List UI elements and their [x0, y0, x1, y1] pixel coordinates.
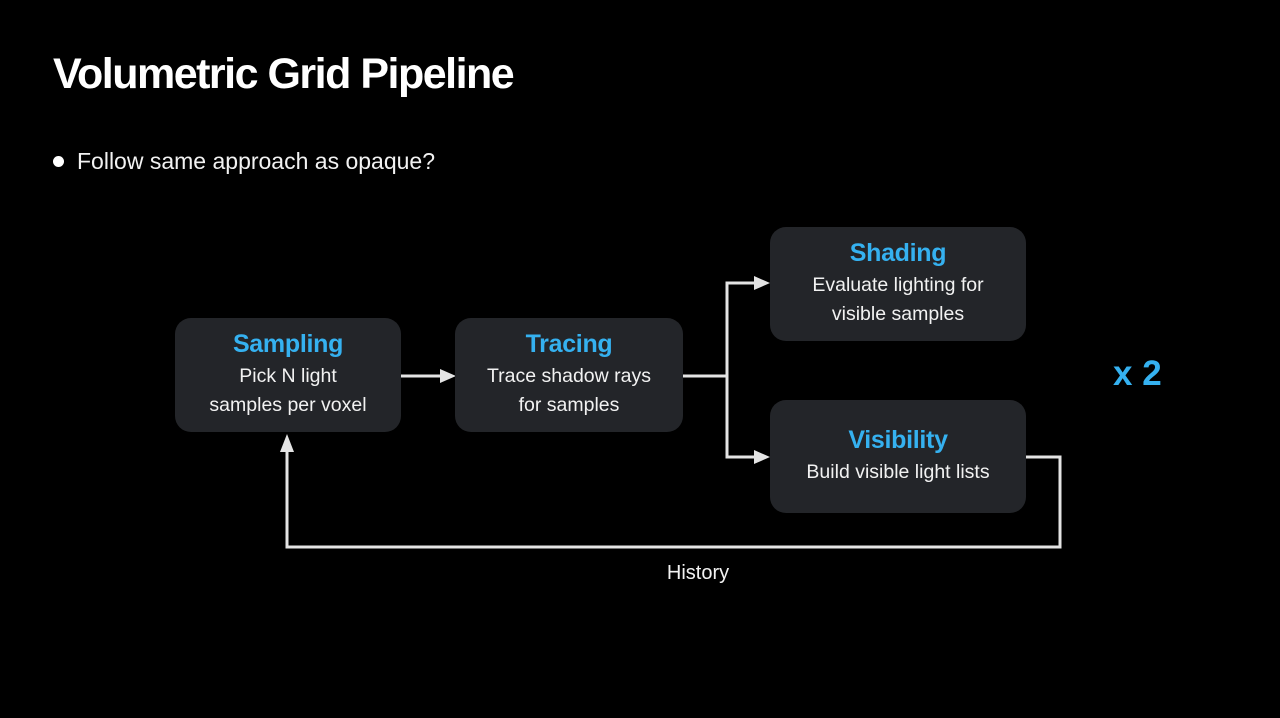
- slide-title: Volumetric Grid Pipeline: [53, 50, 515, 98]
- node-description: Pick N light samples per voxel: [209, 365, 367, 416]
- bullet-item: Follow same approach as opaque?: [53, 148, 435, 175]
- edge-visibility-to-sampling-feedback: [280, 434, 1062, 549]
- node-description: Trace shadow rays for samples: [486, 365, 651, 416]
- node-visibility: Visibility Build visible light lists: [770, 400, 1026, 513]
- loop-count-label: x 2: [1113, 354, 1162, 393]
- node-shading: Shading Evaluate lighting for visible sa…: [770, 227, 1026, 341]
- node-title: Sampling: [232, 330, 344, 358]
- edge-tracing-to-branch: [683, 281, 729, 459]
- edge-branch-to-visibility: [727, 450, 770, 464]
- history-label: History: [666, 562, 730, 584]
- node-description: Evaluate lighting for visible samples: [812, 274, 984, 325]
- edge-branch-to-shading: [727, 276, 770, 290]
- arrow-right-icon: [754, 450, 770, 464]
- node-description: Build visible light lists: [806, 461, 990, 483]
- bullet-text: Follow same approach as opaque?: [77, 148, 436, 174]
- node-sampling: Sampling Pick N light samples per voxel: [175, 318, 401, 432]
- edge-sampling-to-tracing: [401, 369, 456, 383]
- node-title: Tracing: [525, 330, 613, 358]
- arrow-right-icon: [754, 276, 770, 290]
- node-title: Shading: [849, 239, 947, 267]
- node-title: Visibility: [848, 426, 948, 454]
- arrow-up-icon: [280, 434, 294, 452]
- bullet-dot: [53, 156, 64, 167]
- node-tracing: Tracing Trace shadow rays for samples: [455, 318, 683, 432]
- arrow-right-icon: [440, 369, 456, 383]
